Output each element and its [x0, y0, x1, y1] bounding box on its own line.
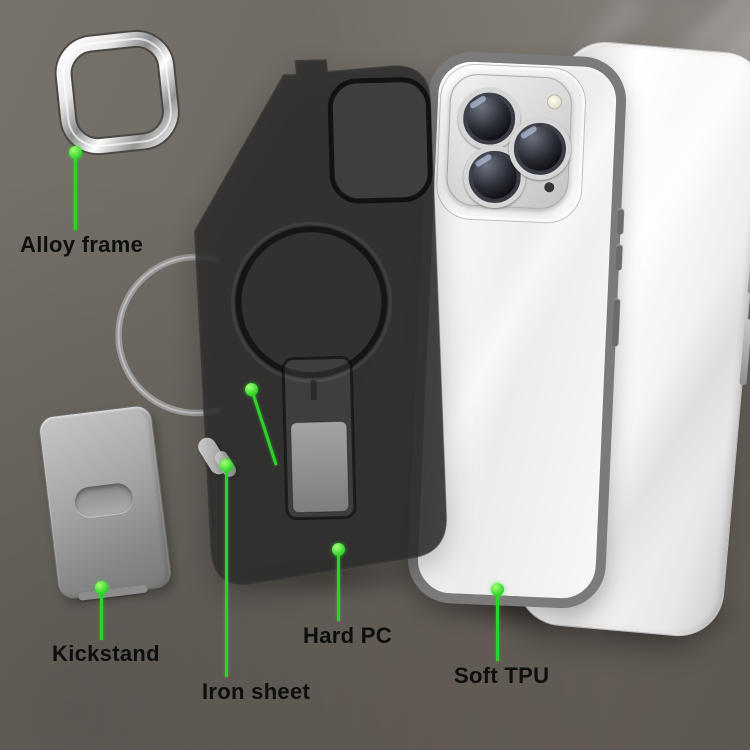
callout-dot-iron-sheet-b — [219, 458, 233, 472]
case-button — [614, 244, 623, 271]
label-iron-sheet: Iron sheet — [202, 679, 311, 704]
label-hard-pc: Hard PC — [303, 623, 392, 648]
callout-line-soft-tpu — [495, 593, 499, 661]
callout-line-iron-sheet — [224, 465, 228, 677]
case-button — [616, 208, 625, 235]
callout-line-alloy-frame — [73, 158, 77, 230]
callout-dot-kickstand — [94, 580, 108, 594]
label-alloy-frame: Alloy frame — [20, 232, 144, 257]
camera-cutout — [327, 77, 433, 204]
callout-line-hard-pc — [336, 553, 340, 621]
callout-dot-hard-pc — [331, 542, 345, 556]
camera-flash — [546, 94, 563, 110]
hard-pc-plate — [193, 58, 448, 586]
kickstand-part — [37, 403, 173, 601]
kickstand-plate — [290, 420, 350, 514]
callout-dot-iron-sheet-a — [244, 382, 258, 396]
callout-dot-alloy-frame — [68, 145, 82, 159]
kickstand-hinge — [77, 584, 149, 601]
lidar-sensor — [544, 182, 555, 193]
label-soft-tpu: Soft TPU — [454, 663, 550, 688]
callout-line-kickstand — [99, 592, 103, 640]
camera-module — [445, 72, 574, 211]
kickstand-finger-slot — [73, 481, 135, 519]
alloy-frame-part — [49, 24, 187, 166]
callout-dot-soft-tpu — [490, 582, 504, 596]
magsafe-ring-mark — [235, 226, 388, 379]
label-kickstand: Kickstand — [52, 641, 160, 666]
magnet-ring-graphic — [112, 249, 287, 429]
